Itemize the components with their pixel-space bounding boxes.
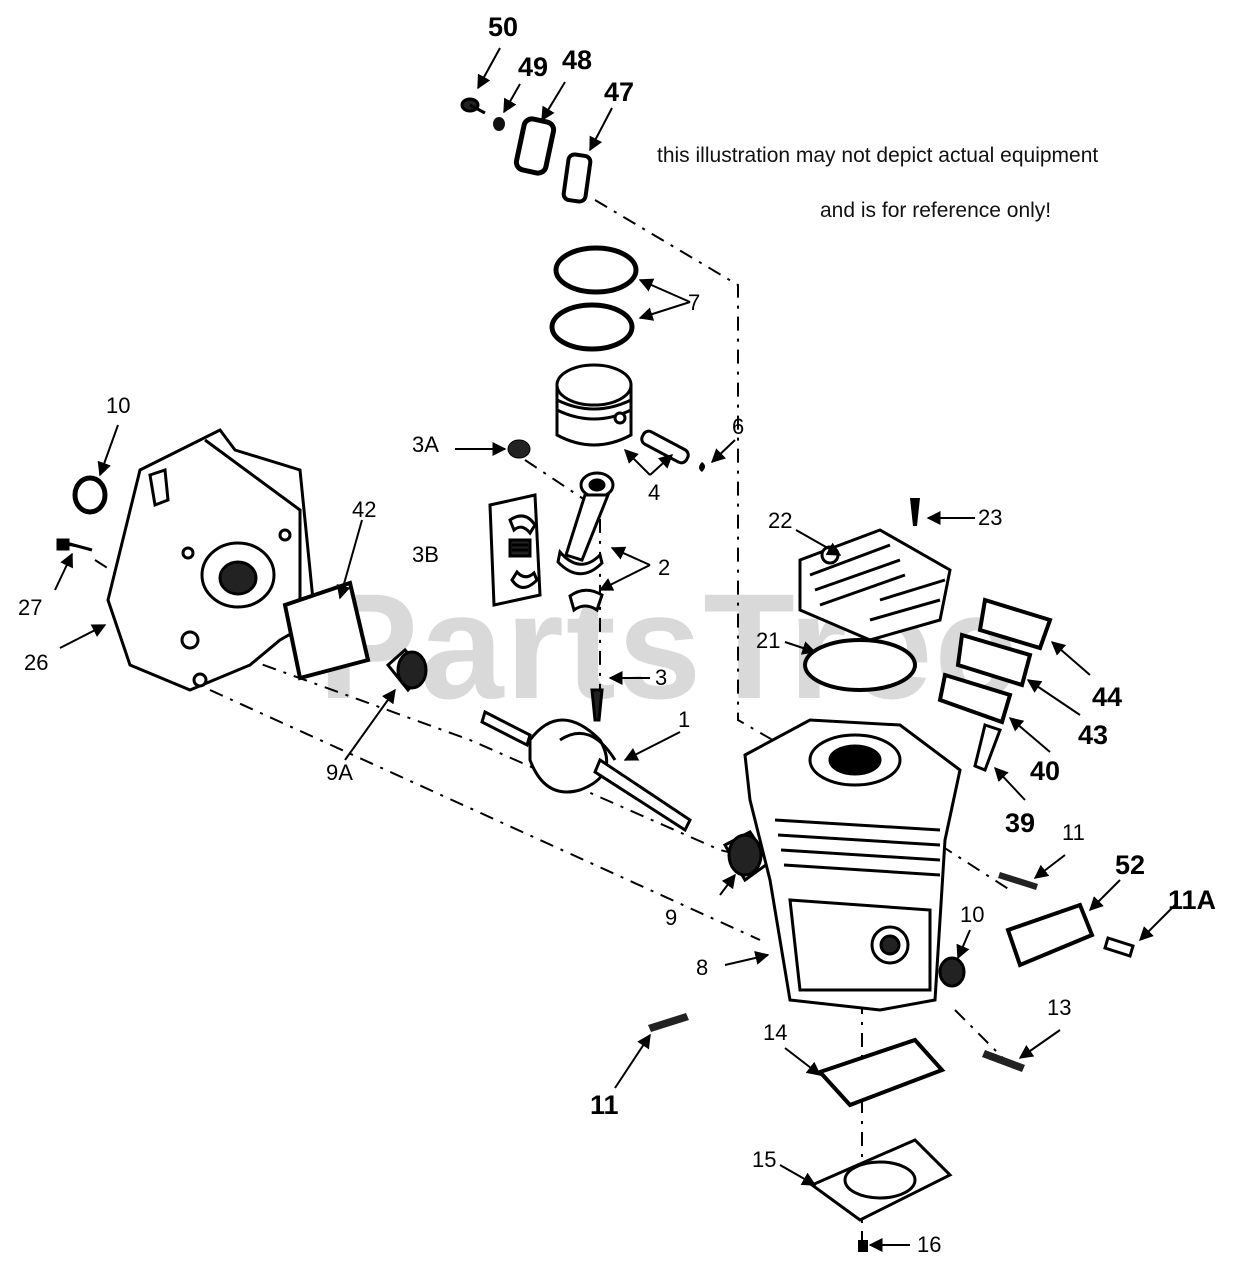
callout-15: 15 — [752, 1147, 777, 1172]
callout-26: 26 — [24, 650, 49, 675]
assembly-line-top — [594, 199, 791, 751]
part-22-cylinder-head — [798, 528, 952, 642]
disclaimer-line-1: this illustration may not depict actual … — [657, 144, 1099, 167]
assembly-line-right — [939, 844, 1011, 1066]
callout-10-left: 10 — [106, 393, 131, 418]
part-15-cover — [809, 1138, 953, 1222]
callout-4: 4 — [648, 480, 661, 505]
callout-50: 50 — [488, 12, 519, 42]
part-52-gasket — [1005, 902, 1095, 968]
part-13-stud — [982, 1050, 1025, 1072]
callout-3B: 3B — [412, 542, 439, 567]
callout-11-left: 11 — [590, 1090, 619, 1120]
part-48-gasket — [513, 116, 557, 176]
part-26-crankcase-half — [106, 428, 317, 692]
callout-42: 42 — [352, 497, 377, 522]
part-11A-screw — [1103, 936, 1135, 958]
part-9A-bearing — [385, 647, 428, 693]
callout-40: 40 — [1030, 756, 1061, 786]
part-10-seal-right — [938, 956, 966, 988]
part-3A-bearing — [507, 439, 531, 459]
callout-11A: 11A — [1168, 885, 1217, 915]
callout-22: 22 — [768, 508, 793, 533]
part-43-gasket — [955, 632, 1033, 688]
part-1-crankshaft — [480, 709, 692, 833]
part-21-gasket — [803, 638, 917, 692]
part-piston — [555, 363, 633, 447]
part-10-seal-left — [72, 475, 108, 515]
part-3B-bearing-kit — [488, 493, 542, 607]
part-44-gasket — [977, 597, 1053, 651]
leader-arrows — [54, 47, 1176, 1252]
callout-52: 52 — [1115, 850, 1146, 880]
callout-8: 8 — [696, 955, 709, 980]
assembly-line-lower — [209, 689, 761, 941]
callout-3: 3 — [655, 665, 668, 690]
callout-27: 27 — [18, 595, 43, 620]
part-8-cylinder-block — [743, 718, 962, 1012]
callout-49: 49 — [518, 52, 549, 82]
callout-47: 47 — [604, 77, 635, 107]
part-50-screw — [460, 97, 486, 115]
callout-1: 1 — [678, 707, 691, 732]
callout-21: 21 — [756, 628, 781, 653]
callout-13: 13 — [1047, 995, 1072, 1020]
callout-23: 23 — [978, 505, 1003, 530]
part-39-stud — [973, 723, 1002, 772]
part-16-screw — [858, 1240, 868, 1252]
callout-14: 14 — [763, 1020, 788, 1045]
callout-44: 44 — [1092, 682, 1123, 712]
callout-48: 48 — [562, 45, 593, 75]
part-27-screw — [56, 538, 93, 552]
part-40-gasket — [937, 672, 1013, 725]
callout-7: 7 — [688, 290, 701, 315]
part-11-stud-left — [648, 1013, 689, 1032]
disclaimer-line-2: and is for reference only! — [820, 199, 1052, 222]
part-47-gasket — [561, 152, 593, 204]
part-6-clip — [699, 462, 705, 472]
part-4-pin — [640, 429, 690, 465]
callout-39: 39 — [1005, 808, 1036, 838]
part-connecting-rod — [556, 471, 615, 722]
part-7-ring-bottom — [549, 302, 635, 352]
part-23-bolt — [910, 498, 920, 526]
callout-9: 9 — [665, 905, 678, 930]
part-14-gasket — [816, 1037, 946, 1108]
callout-43: 43 — [1078, 720, 1109, 750]
part-11-stud-right — [998, 872, 1038, 890]
part-49-washer — [493, 117, 505, 131]
part-42-gasket — [282, 580, 371, 681]
part-7-ring-top — [553, 245, 639, 295]
callout-11-right: 11 — [1062, 820, 1085, 845]
callout-2: 2 — [658, 555, 671, 580]
callout-16: 16 — [917, 1232, 942, 1257]
callout-3A: 3A — [412, 432, 439, 457]
callout-6: 6 — [732, 414, 745, 439]
callout-10-right: 10 — [960, 902, 985, 927]
callout-9A: 9A — [326, 760, 353, 785]
